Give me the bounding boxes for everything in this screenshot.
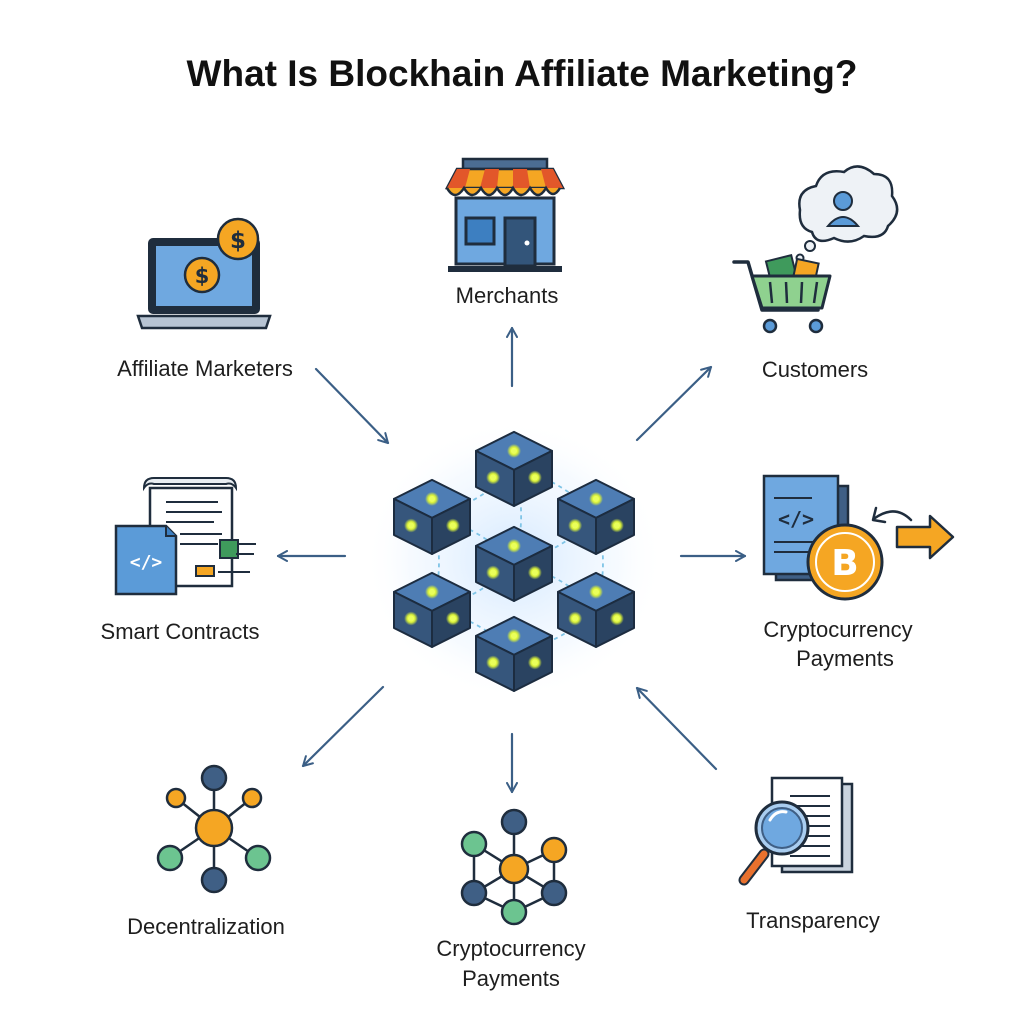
storefront-icon xyxy=(444,157,566,272)
decentralization-label: Decentralization xyxy=(127,914,285,939)
block-cube xyxy=(557,571,635,648)
page-title: What Is Blockhain Affiliate Marketing? xyxy=(187,53,858,94)
svg-text:</>: </> xyxy=(778,507,814,531)
merchants-label: Merchants xyxy=(456,283,559,308)
smart-contracts-label: Smart Contracts xyxy=(101,619,260,644)
crypto-payments-right-label-line1: Cryptocurrency xyxy=(763,617,912,642)
crypto-payments-bottom-label-line2: Payments xyxy=(462,966,560,991)
affiliate-marketers-label: Affiliate Marketers xyxy=(117,356,293,381)
block-cube xyxy=(393,478,471,555)
connector-arrows xyxy=(276,326,747,794)
arrow-to-customers xyxy=(635,365,713,442)
svg-text:$: $ xyxy=(195,264,210,288)
crypto-payments-right-label-line2: Payments xyxy=(796,646,894,671)
shopping-cart-icon xyxy=(732,165,899,334)
crypto-payments-bottom-label-line1: Cryptocurrency xyxy=(436,936,585,961)
block-cube xyxy=(393,571,471,648)
transparency-label: Transparency xyxy=(746,908,880,933)
customers-label: Customers xyxy=(762,357,868,382)
block-cube xyxy=(557,478,635,555)
contract-code-icon: </> xyxy=(114,477,256,596)
arrow-from-transparency xyxy=(635,686,718,771)
laptop-dollar-icon: $ $ xyxy=(136,217,272,330)
block-cube xyxy=(475,525,553,602)
arrow-to-decentralization xyxy=(301,685,385,768)
network-nodes-icon xyxy=(156,764,272,894)
svg-text:B: B xyxy=(831,543,858,584)
block-cube xyxy=(475,615,553,692)
block-cube xyxy=(475,430,553,507)
svg-text:$: $ xyxy=(230,228,246,254)
network-graph-icon xyxy=(460,808,568,926)
magnifier-document-icon xyxy=(738,776,854,886)
bitcoin-document-icon: </> B xyxy=(762,474,955,601)
arrow-from-affiliates xyxy=(314,367,390,445)
blockchain-cubes-icon xyxy=(364,420,664,700)
svg-text:</>: </> xyxy=(130,552,163,573)
